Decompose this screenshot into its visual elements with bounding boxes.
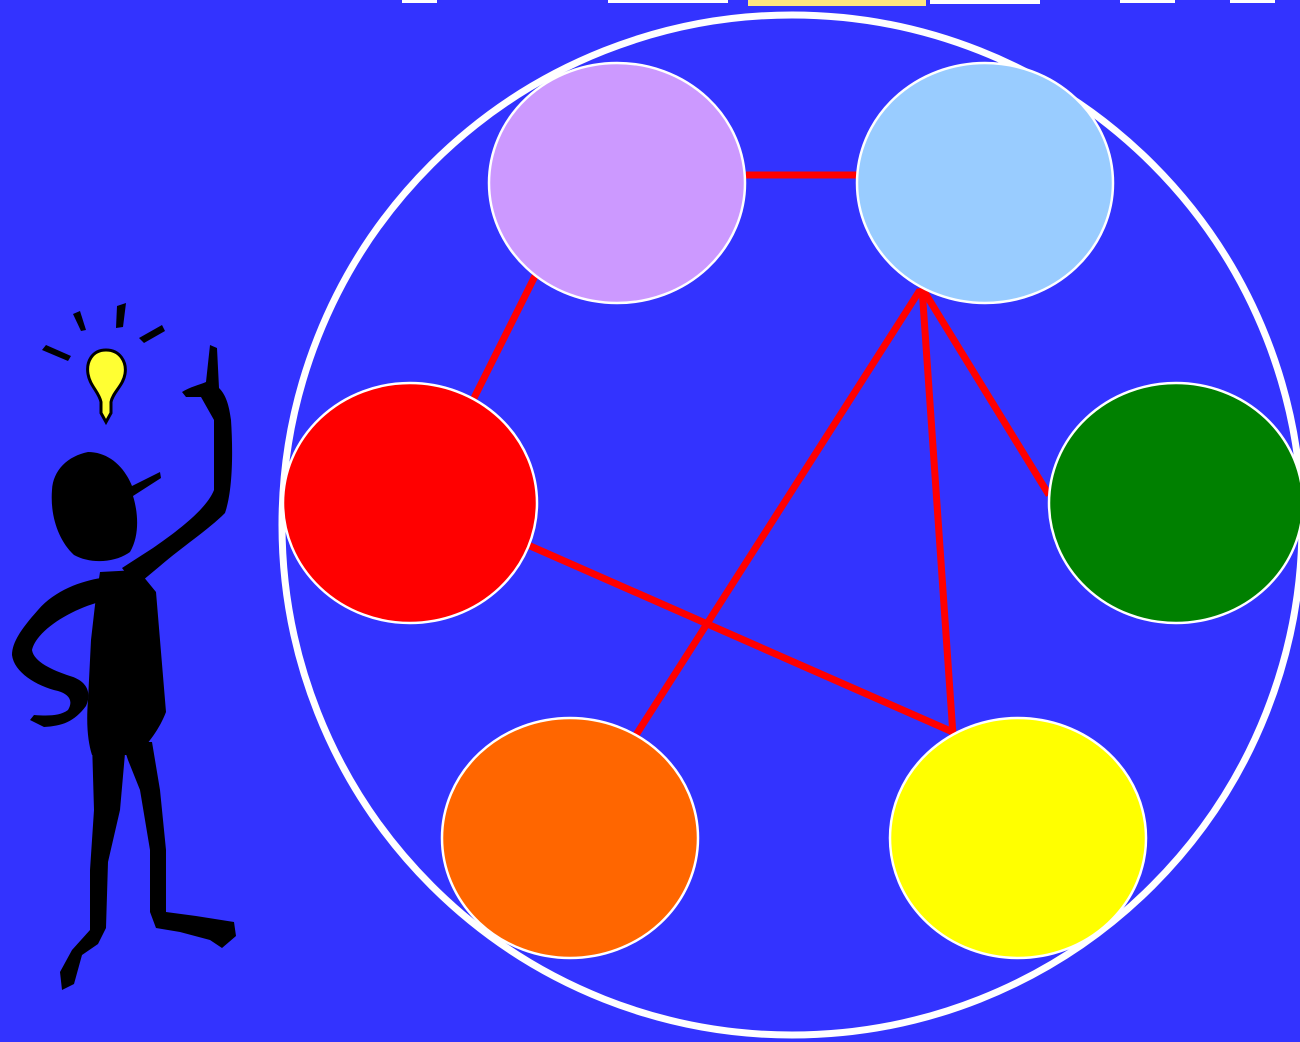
- thinking-person-with-lightbulb-icon: [12, 303, 236, 990]
- person-left-leg: [60, 742, 126, 990]
- node-green: [1049, 383, 1300, 623]
- nodes-group: [283, 63, 1300, 958]
- person-torso: [87, 570, 166, 755]
- person-hip-arm: [12, 578, 101, 727]
- bulb-ray-icon: [42, 345, 71, 361]
- bulb-ray-icon: [73, 311, 86, 331]
- lightbulb-icon: [88, 350, 126, 422]
- node-orange: [442, 718, 698, 958]
- node-lavender: [489, 63, 745, 303]
- node-yellow: [890, 718, 1146, 958]
- connector-light-blue-green: [922, 288, 1049, 495]
- person-head: [52, 452, 161, 561]
- connector-light-blue-yellow: [922, 288, 953, 735]
- connector-lavender-red: [474, 272, 537, 398]
- node-light-blue: [857, 63, 1113, 303]
- person-right-leg: [122, 742, 236, 948]
- bulb-ray-icon: [116, 303, 126, 328]
- bulb-ray-icon: [139, 325, 165, 343]
- node-red: [283, 383, 537, 623]
- top-edge-decoration: [402, 0, 1275, 6]
- connector-light-blue-orange: [636, 290, 920, 735]
- person-raised-arm: [122, 345, 232, 586]
